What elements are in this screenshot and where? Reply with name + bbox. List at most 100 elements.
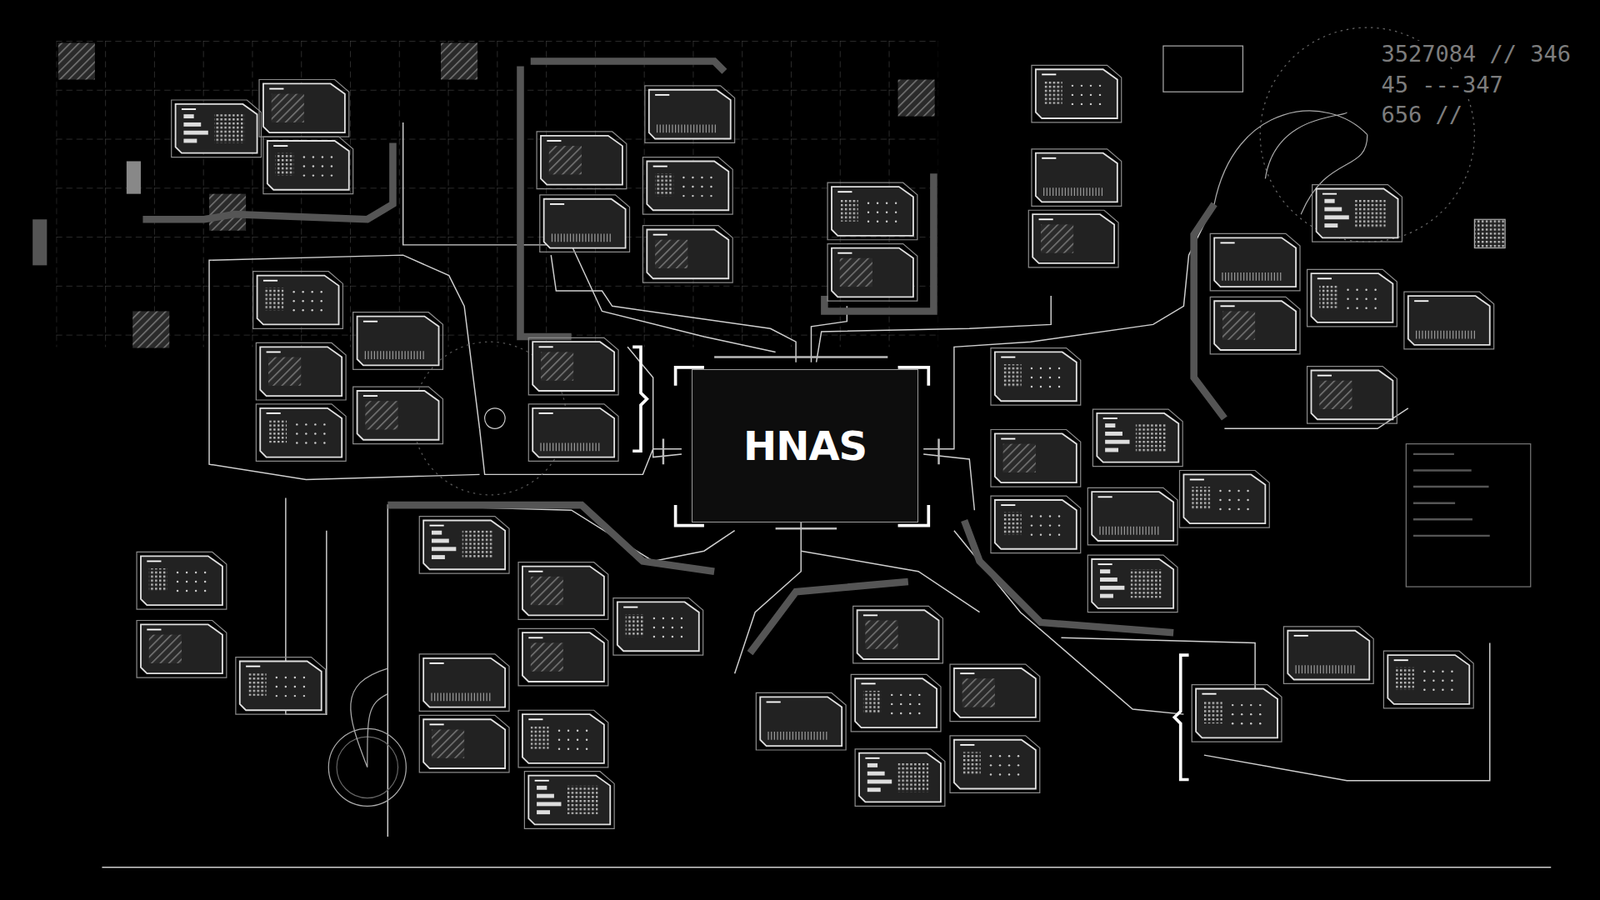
card-bars [420, 350, 421, 360]
card-dot [1030, 385, 1033, 388]
card-bars [1092, 187, 1094, 196]
card-dot [680, 626, 683, 629]
card-dot [1099, 85, 1101, 87]
card-dot [885, 220, 888, 222]
card-dot [1058, 515, 1060, 517]
card-dot [275, 695, 278, 697]
card-bars [1270, 272, 1272, 281]
card-dot [310, 309, 313, 311]
card-dot [1374, 289, 1376, 291]
card-bars [780, 731, 781, 740]
card-dot [895, 220, 897, 222]
file-card [950, 735, 1040, 794]
card-bars [810, 731, 812, 740]
card-bars [470, 692, 472, 701]
card-bars [476, 692, 478, 701]
card-outline [950, 735, 1040, 794]
card-dense [655, 173, 674, 196]
card-tick [1041, 157, 1056, 160]
card-dot [303, 155, 305, 158]
card-dot [653, 635, 655, 638]
card-body [1310, 370, 1393, 420]
card-body [1096, 413, 1179, 463]
card-tick [863, 614, 878, 616]
card-bars [1325, 665, 1327, 674]
card-hatch [271, 94, 305, 123]
card-bars [1240, 272, 1241, 281]
file-card [524, 771, 615, 830]
card-tick [1220, 242, 1235, 245]
card-line [1105, 448, 1119, 453]
block [126, 160, 141, 194]
card-dot [691, 185, 694, 188]
card-bars [1425, 330, 1426, 340]
card-dot [1450, 680, 1453, 682]
card-tick [528, 570, 543, 573]
card-dense [840, 199, 859, 222]
card-outline [353, 386, 444, 445]
card-dot [292, 300, 295, 302]
wire [627, 346, 682, 457]
card-bars [690, 124, 691, 133]
card-outline [353, 312, 444, 370]
card-dot [301, 300, 304, 302]
card-dot [1432, 670, 1435, 672]
card-bars [1353, 665, 1355, 674]
card-dot [567, 730, 570, 732]
card-dot [1090, 85, 1092, 87]
card-bars [708, 124, 710, 133]
card-bars [1258, 272, 1260, 281]
card-outline [990, 495, 1081, 554]
card-bars [595, 442, 596, 451]
card-line [183, 139, 197, 144]
card-bars [820, 731, 821, 740]
card-outline [1180, 470, 1270, 528]
card-body [240, 660, 322, 710]
card-dot [558, 739, 560, 741]
card-bars [1320, 665, 1321, 674]
card-tick [535, 780, 550, 782]
card-bars [1246, 272, 1248, 281]
card-bars [801, 731, 803, 740]
card-bars [1052, 187, 1054, 196]
bracket [1174, 655, 1189, 780]
card-bars [1099, 526, 1100, 535]
card-bars [467, 692, 469, 701]
file-card [850, 674, 941, 732]
card-dot [890, 694, 893, 696]
card-dot [312, 174, 315, 176]
card-dot [185, 571, 188, 574]
card-dot [1058, 533, 1060, 535]
card-bars [398, 350, 400, 360]
card-line [867, 780, 892, 785]
card-body [646, 230, 729, 280]
card-body [995, 433, 1077, 483]
card-dot [1030, 367, 1033, 370]
card-dot [310, 300, 313, 302]
card-dot [1250, 713, 1252, 715]
card-bars [1148, 526, 1150, 535]
card-outline [642, 157, 733, 215]
card-outline [827, 182, 918, 240]
card-outline [255, 404, 346, 462]
card-dot [1441, 670, 1444, 672]
card-dot [1231, 713, 1234, 715]
card-tick [1322, 193, 1337, 195]
card-dot [576, 739, 579, 741]
file-card [855, 749, 945, 807]
ring [485, 408, 505, 429]
file-card [1087, 555, 1178, 613]
file-card [1210, 233, 1300, 291]
card-body [257, 275, 340, 325]
card-dense [1191, 486, 1210, 510]
card-bars [1467, 330, 1469, 340]
card-bars [1061, 187, 1063, 196]
card-dot [1355, 289, 1358, 291]
card-body [532, 408, 615, 458]
card-dot [710, 176, 712, 179]
card-dot [204, 580, 206, 583]
card-body [760, 696, 842, 746]
card-bars [1046, 187, 1048, 196]
card-dot [909, 694, 911, 696]
